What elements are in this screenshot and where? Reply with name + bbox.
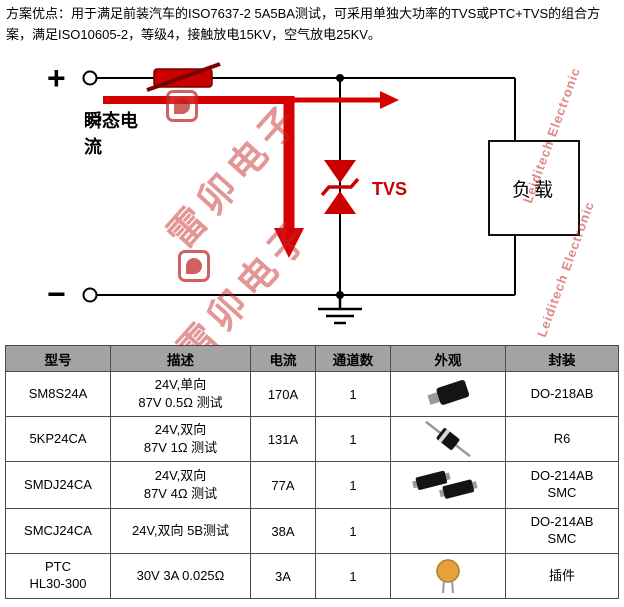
model-text: SMDJ24CA [24,476,92,492]
fuse-ptc-symbol-icon [146,62,221,92]
model-text: 5KP24CA [29,430,87,446]
smc-packages-photo [412,470,478,499]
channels-cell: 1 [315,416,391,462]
description-cell: 24V,单向 87V 0.5Ω 测试 [110,371,251,417]
description-cell: 24V,双向 87V 1Ω 测试 [110,416,251,462]
package-line1: DO-214AB [530,468,594,484]
appearance-cell [390,461,506,509]
transient-current-label: 瞬态电流 [84,111,138,158]
plus-terminal-label: + [47,60,66,96]
current-cell: 131A [250,416,316,462]
package-line2: SMC [547,485,577,500]
table-row: PTC HL30-300 30V 3A 0.025Ω 3A 1 [5,553,619,599]
package-cell: DO-214AB SMC [505,508,619,554]
transient-current-arrow [103,91,399,258]
col-header-channels: 通道数 [315,345,391,372]
model-cell: SMCJ24CA [5,508,111,554]
model-text: SM8S24A [28,385,88,401]
description-line1: 24V,双向 [154,422,207,438]
table-row: SMCJ24CA 24V,双向 5B测试 38A 1 DO-214AB SMC [5,508,619,554]
tvs-diode-symbol-icon [320,160,360,214]
description-line1: 24V,双向 5B测试 [131,523,230,539]
package-line1: DO-218AB [530,385,594,401]
appearance-cell [390,508,506,554]
table-row: SMDJ24CA 24V,双向 87V 4Ω 测试 77A 1 [5,461,619,509]
solution-advantage-text: 方案优点：用于满足前装汽车的ISO7637-2 5A5BA测试，可采用单独大功率… [6,6,601,42]
current-cell: 77A [250,461,316,509]
package-cell: DO-214AB SMC [505,461,619,509]
description-line2: 87V 0.5Ω 测试 [138,395,223,410]
description-line1: 30V 3A 0.025Ω [136,568,225,584]
channels-cell: 1 [315,553,391,599]
model-cell: PTC HL30-300 [5,553,111,599]
description-cell: 30V 3A 0.025Ω [110,553,251,599]
package-line1: 插件 [548,567,575,583]
ground-symbol-icon [318,295,362,325]
r6-axial-package-photo [425,420,471,458]
model-cell: SM8S24A [5,371,111,417]
col-header-current: 电流 [250,345,316,372]
appearance-cell [390,371,506,417]
current-cell: 3A [250,553,316,599]
package-cell: R6 [505,416,619,462]
circuit-wires [96,77,516,296]
col-header-package: 封装 [505,345,619,372]
description-line2: 87V 4Ω 测试 [143,486,218,501]
model-text-line2: HL30-300 [29,576,87,591]
package-line2: SMC [547,531,577,546]
load-box: 负载 [488,140,580,236]
package-line1: R6 [553,430,571,446]
current-cell: 170A [250,371,316,417]
current-cell: 38A [250,508,316,554]
description-cell: 24V,双向 87V 4Ω 测试 [110,461,251,509]
model-text: SMCJ24CA [24,522,92,538]
appearance-cell [390,553,506,599]
package-cell: DO-218AB [505,371,619,417]
channels-cell: 1 [315,371,391,417]
channels-cell: 1 [315,508,391,554]
package-cell: 插件 [505,553,619,599]
ptc-disc-photo [436,559,460,594]
col-header-appearance: 外观 [390,345,506,372]
circuit-diagram: + − [0,52,624,373]
model-cell: SMDJ24CA [5,461,111,509]
table-header-row: 型号 描述 电流 通道数 外观 封装 [5,345,619,372]
description-line2: 87V 1Ω 测试 [143,440,218,455]
channels-cell: 1 [315,461,391,509]
description-line1: 24V,双向 [154,468,207,484]
description-line1: 24V,单向 [154,377,207,393]
tvs-label: TVS [372,179,407,199]
description-cell: 24V,双向 5B测试 [110,508,251,554]
model-cell: 5KP24CA [5,416,111,462]
terminal-circles [82,70,98,303]
table-row: 5KP24CA 24V,双向 87V 1Ω 测试 131A 1 [5,416,619,462]
minus-terminal-label: − [47,276,66,312]
model-text: PTC [45,559,71,575]
col-header-model: 型号 [5,345,111,372]
spec-table: 型号 描述 电流 通道数 外观 封装 SM8S24A 24V,单向 87V 0.… [5,345,619,599]
table-row: SM8S24A 24V,单向 87V 0.5Ω 测试 170A 1 [5,371,619,417]
col-header-description: 描述 [110,345,251,372]
do-218ab-package-photo [427,380,470,405]
package-line1: DO-214AB [530,514,594,530]
appearance-cell [390,416,506,462]
